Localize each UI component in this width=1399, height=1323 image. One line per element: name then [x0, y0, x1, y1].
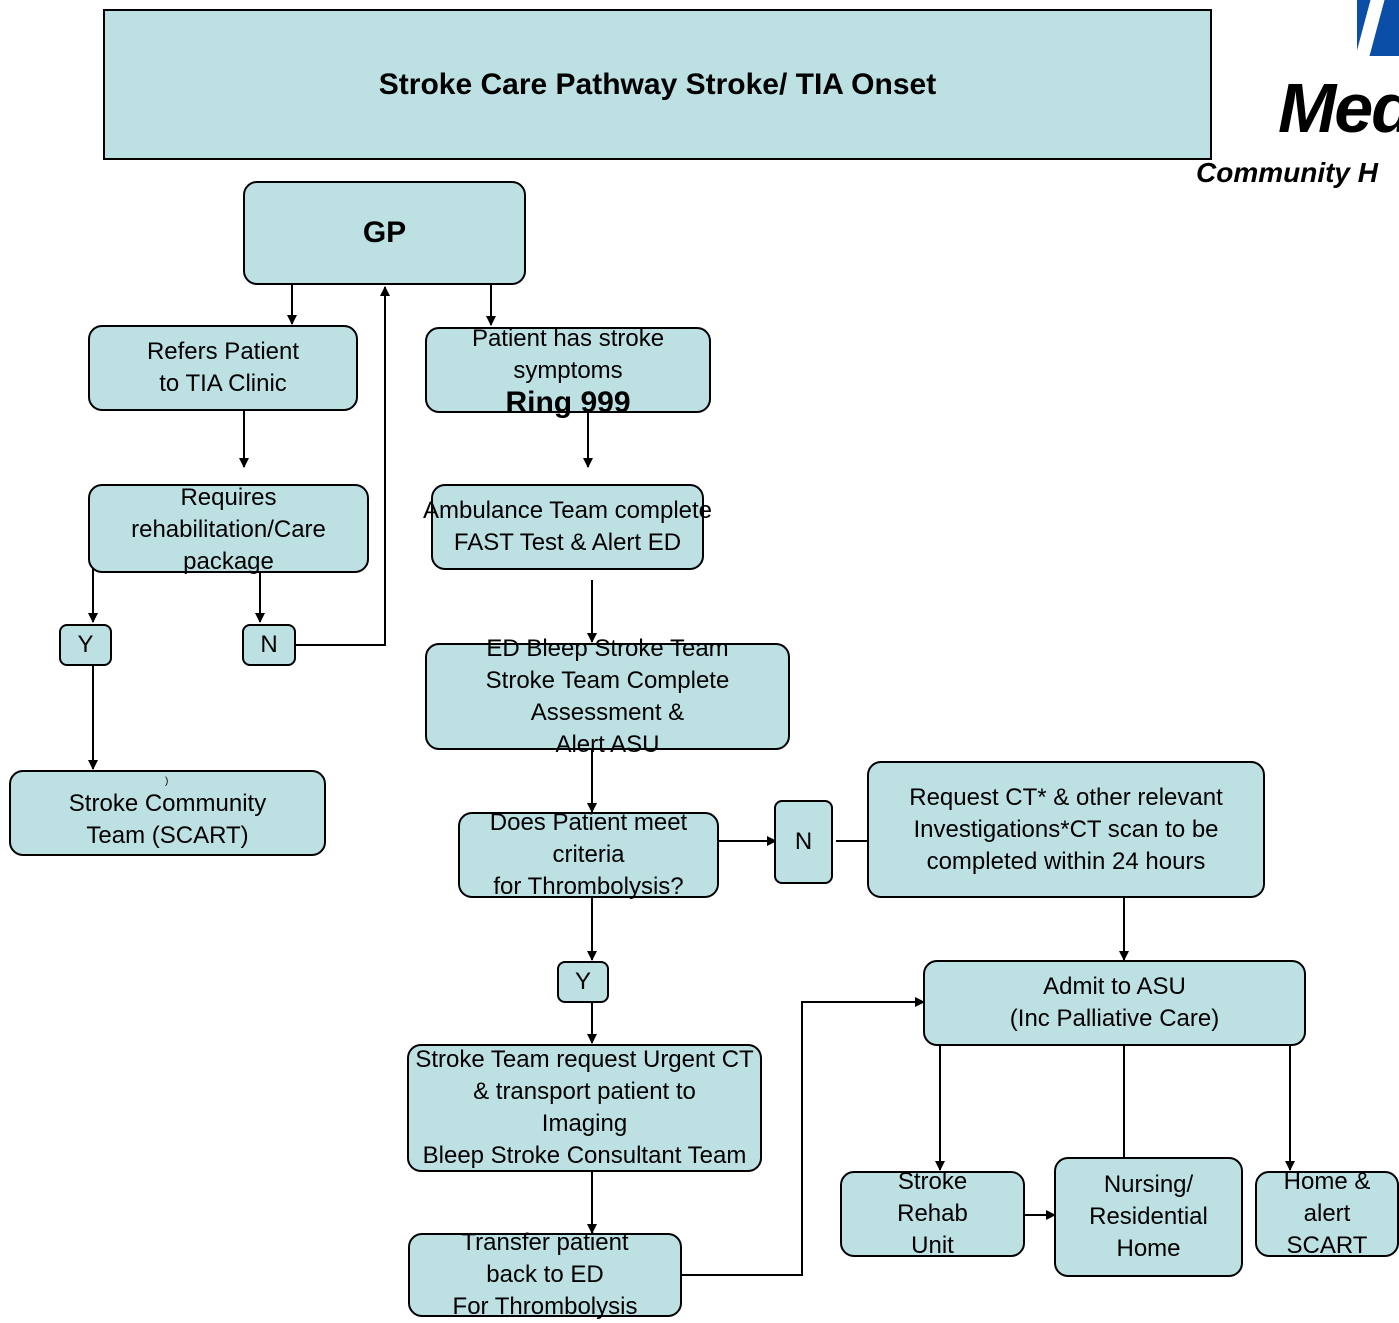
rehab-package-line-1: Requires — [180, 484, 277, 511]
rehab-unit-line-2: Rehab — [897, 1200, 968, 1227]
ambulance-box: Ambulance Team complete FAST Test & Aler… — [423, 484, 712, 570]
yes-label-1: Y — [77, 631, 94, 658]
rehab-unit-line-1: Stroke — [897, 1168, 968, 1195]
transfer-line-2: back to ED — [486, 1261, 604, 1288]
title-box: Stroke Care Pathway Stroke/ TIA Onset — [103, 9, 1212, 160]
urgent-ct-line-2: & transport patient to — [473, 1078, 696, 1105]
stroke-symptoms-box: Patient has stroke symptoms Ring 999 — [425, 325, 711, 419]
transfer-line-3: For Thrombolysis — [452, 1293, 638, 1320]
request-ct-box: Request CT* & other relevant Investigati… — [867, 761, 1265, 898]
home-line-2: alert — [1303, 1200, 1351, 1227]
ambulance-line-2: FAST Test & Alert ED — [453, 529, 682, 556]
ed-bleep-line-3: Assessment & — [530, 698, 685, 726]
admit-asu-line-1: Admit to ASU — [1043, 973, 1186, 1000]
rehab-package-box: Requires rehabilitation/Care package — [88, 484, 369, 575]
ed-bleep-line-4: Alert ASU — [555, 730, 660, 758]
nursing-line-3: Home — [1116, 1235, 1181, 1262]
scart-box: Stroke Community Team (SCART) — [9, 770, 326, 856]
thrombolysis-line-3: for Thrombolysis? — [493, 873, 684, 900]
ring-999-label: Ring 999 — [505, 386, 631, 419]
tia-clinic-line-2: to TIA Clinic — [159, 370, 287, 397]
urgent-ct-line-4: Bleep Stroke Consultant Team — [422, 1142, 747, 1169]
page-title: Stroke Care Pathway Stroke/ TIA Onset — [378, 67, 937, 101]
stroke-symptoms-line-1: Patient has stroke — [471, 325, 665, 352]
ed-bleep-line-1: ED Bleep Stroke Team — [486, 634, 729, 662]
nursing-line-2: Residential — [1089, 1203, 1208, 1230]
yes-label-2: Y — [574, 968, 591, 995]
request-ct-line-2: Investigations*CT scan to be — [913, 815, 1219, 843]
thrombolysis-line-2: criteria — [552, 841, 625, 868]
admit-asu-box: Admit to ASU (Inc Palliative Care) — [923, 960, 1306, 1046]
rehab-package-line-2: rehabilitation/Care — [131, 516, 326, 543]
urgent-ct-line-1: Stroke Team request Urgent CT — [415, 1046, 754, 1073]
urgent-ct-line-3: Imaging — [541, 1110, 628, 1137]
rehab-package-line-3: package — [183, 548, 274, 575]
ed-bleep-box: ED Bleep Stroke Team Stroke Team Complet… — [425, 635, 790, 758]
thrombolysis-line-1: Does Patient meet — [489, 809, 688, 836]
gp-label: GP — [362, 216, 407, 249]
no-box-1: N — [242, 624, 296, 666]
no-box-2: N — [774, 800, 833, 884]
request-ct-line-3: completed within 24 hours — [926, 847, 1206, 875]
rehab-unit-box: Stroke Rehab Unit — [840, 1168, 1025, 1259]
nursing-line-1: Nursing/ — [1103, 1171, 1194, 1198]
tia-clinic-line-1: Refers Patient — [146, 338, 300, 365]
home-line-3: SCART — [1286, 1232, 1368, 1259]
home-line-1: Home & — [1283, 1168, 1371, 1195]
request-ct-line-1: Request CT* & other relevant — [909, 783, 1223, 811]
line-transfer-asu — [682, 1001, 910, 1276]
stroke-symptoms-line-2: symptoms — [513, 357, 623, 384]
rehab-unit-line-3: Unit — [911, 1232, 954, 1259]
transfer-box: Transfer patient back to ED For Thrombol… — [408, 1229, 682, 1320]
line-n-gp — [296, 288, 386, 646]
urgent-ct-box: Stroke Team request Urgent CT & transpor… — [407, 1044, 762, 1172]
nursing-box: Nursing/ Residential Home — [1054, 1157, 1243, 1277]
thrombolysis-box: Does Patient meet criteria for Thromboly… — [458, 809, 719, 900]
stray-mark: ) — [165, 776, 169, 787]
logo-subtitle: Community H — [1196, 157, 1378, 188]
gp-box: GP — [243, 181, 526, 285]
scart-line-1: Stroke Community — [68, 790, 267, 817]
transfer-line-1: Transfer patient — [461, 1229, 629, 1256]
admit-asu-line-2: (Inc Palliative Care) — [1009, 1005, 1220, 1032]
ed-bleep-line-2: Stroke Team Complete — [485, 666, 730, 694]
yes-box-2: Y — [557, 961, 609, 1003]
home-box: Home & alert SCART — [1255, 1168, 1399, 1259]
scart-line-2: Team (SCART) — [86, 822, 249, 849]
yes-box-1: Y — [59, 624, 112, 666]
no-label-1: N — [260, 631, 278, 658]
ambulance-line-1: Ambulance Team complete — [422, 497, 713, 524]
tia-clinic-box: Refers Patient to TIA Clinic — [88, 325, 358, 411]
logo-text: Med — [1278, 69, 1399, 147]
no-label-2: N — [794, 828, 813, 855]
